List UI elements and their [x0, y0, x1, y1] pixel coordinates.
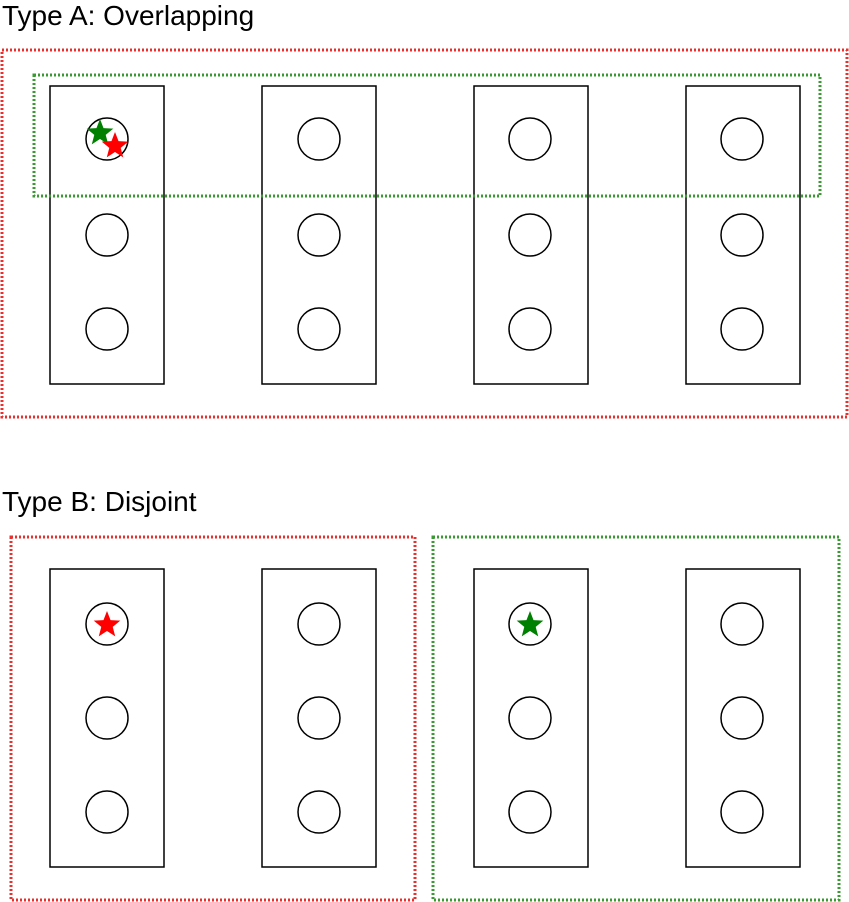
section-a-green-star-icon: [86, 119, 114, 145]
section-b-rack-2: [261, 568, 377, 868]
section-a-rack-2-slot-3: [297, 307, 341, 351]
section-a-rack-3: [473, 85, 589, 385]
section-b-rack-3-slot-1: [508, 602, 552, 646]
section-a-rack-2: [261, 85, 377, 385]
section-a-rack-2-slot-1: [297, 117, 341, 161]
section-b-rack-2-slot-1: [297, 602, 341, 646]
section-b-rack-4-slot-3: [720, 790, 764, 834]
section-a-rack-1-slot-2: [85, 213, 129, 257]
section-b-rack-1-slot-1: [85, 602, 129, 646]
section-b-rack-3-slot-3: [508, 790, 552, 834]
section-a-rack-4-slot-3: [720, 307, 764, 351]
section-b-red-group-box: [9, 535, 417, 902]
section-b-red-star-icon: [93, 611, 121, 637]
section-b-rack-4: [685, 568, 801, 868]
section-b-green-group-box: [431, 535, 841, 902]
section-a-rack-4-slot-1: [720, 117, 764, 161]
section-b-green-star-icon: [516, 611, 544, 637]
section-b-rack-1-slot-3: [85, 790, 129, 834]
section-a-rack-2-slot-2: [297, 213, 341, 257]
section-a-rack-3-slot-2: [508, 213, 552, 257]
section-b-rack-2-slot-2: [297, 696, 341, 740]
section-a-rack-1-slot-3: [85, 307, 129, 351]
section-a-rack-3-slot-1: [508, 117, 552, 161]
section-b-rack-1-slot-2: [85, 696, 129, 740]
section-a-rack-1: [49, 85, 165, 385]
section-a-red-group-box: [0, 48, 849, 419]
section-a-rack-4: [685, 85, 801, 385]
section-a-rack-1-slot-1: [85, 117, 129, 161]
section-a-green-group-box: [32, 73, 822, 198]
section-a-red-star-icon: [101, 132, 129, 158]
section-b-rack-2-slot-3: [297, 790, 341, 834]
section-b-rack-4-slot-2: [720, 696, 764, 740]
section-b-title: Type B: Disjoint: [2, 486, 197, 517]
section-a-title: Type A: Overlapping: [2, 0, 255, 31]
section-b-rack-1: [49, 568, 165, 868]
section-a-rack-4-slot-2: [720, 213, 764, 257]
section-a-rack-3-slot-3: [508, 307, 552, 351]
section-b-rack-4-slot-1: [720, 602, 764, 646]
section-b-rack-3: [473, 568, 589, 868]
section-b-rack-3-slot-2: [508, 696, 552, 740]
